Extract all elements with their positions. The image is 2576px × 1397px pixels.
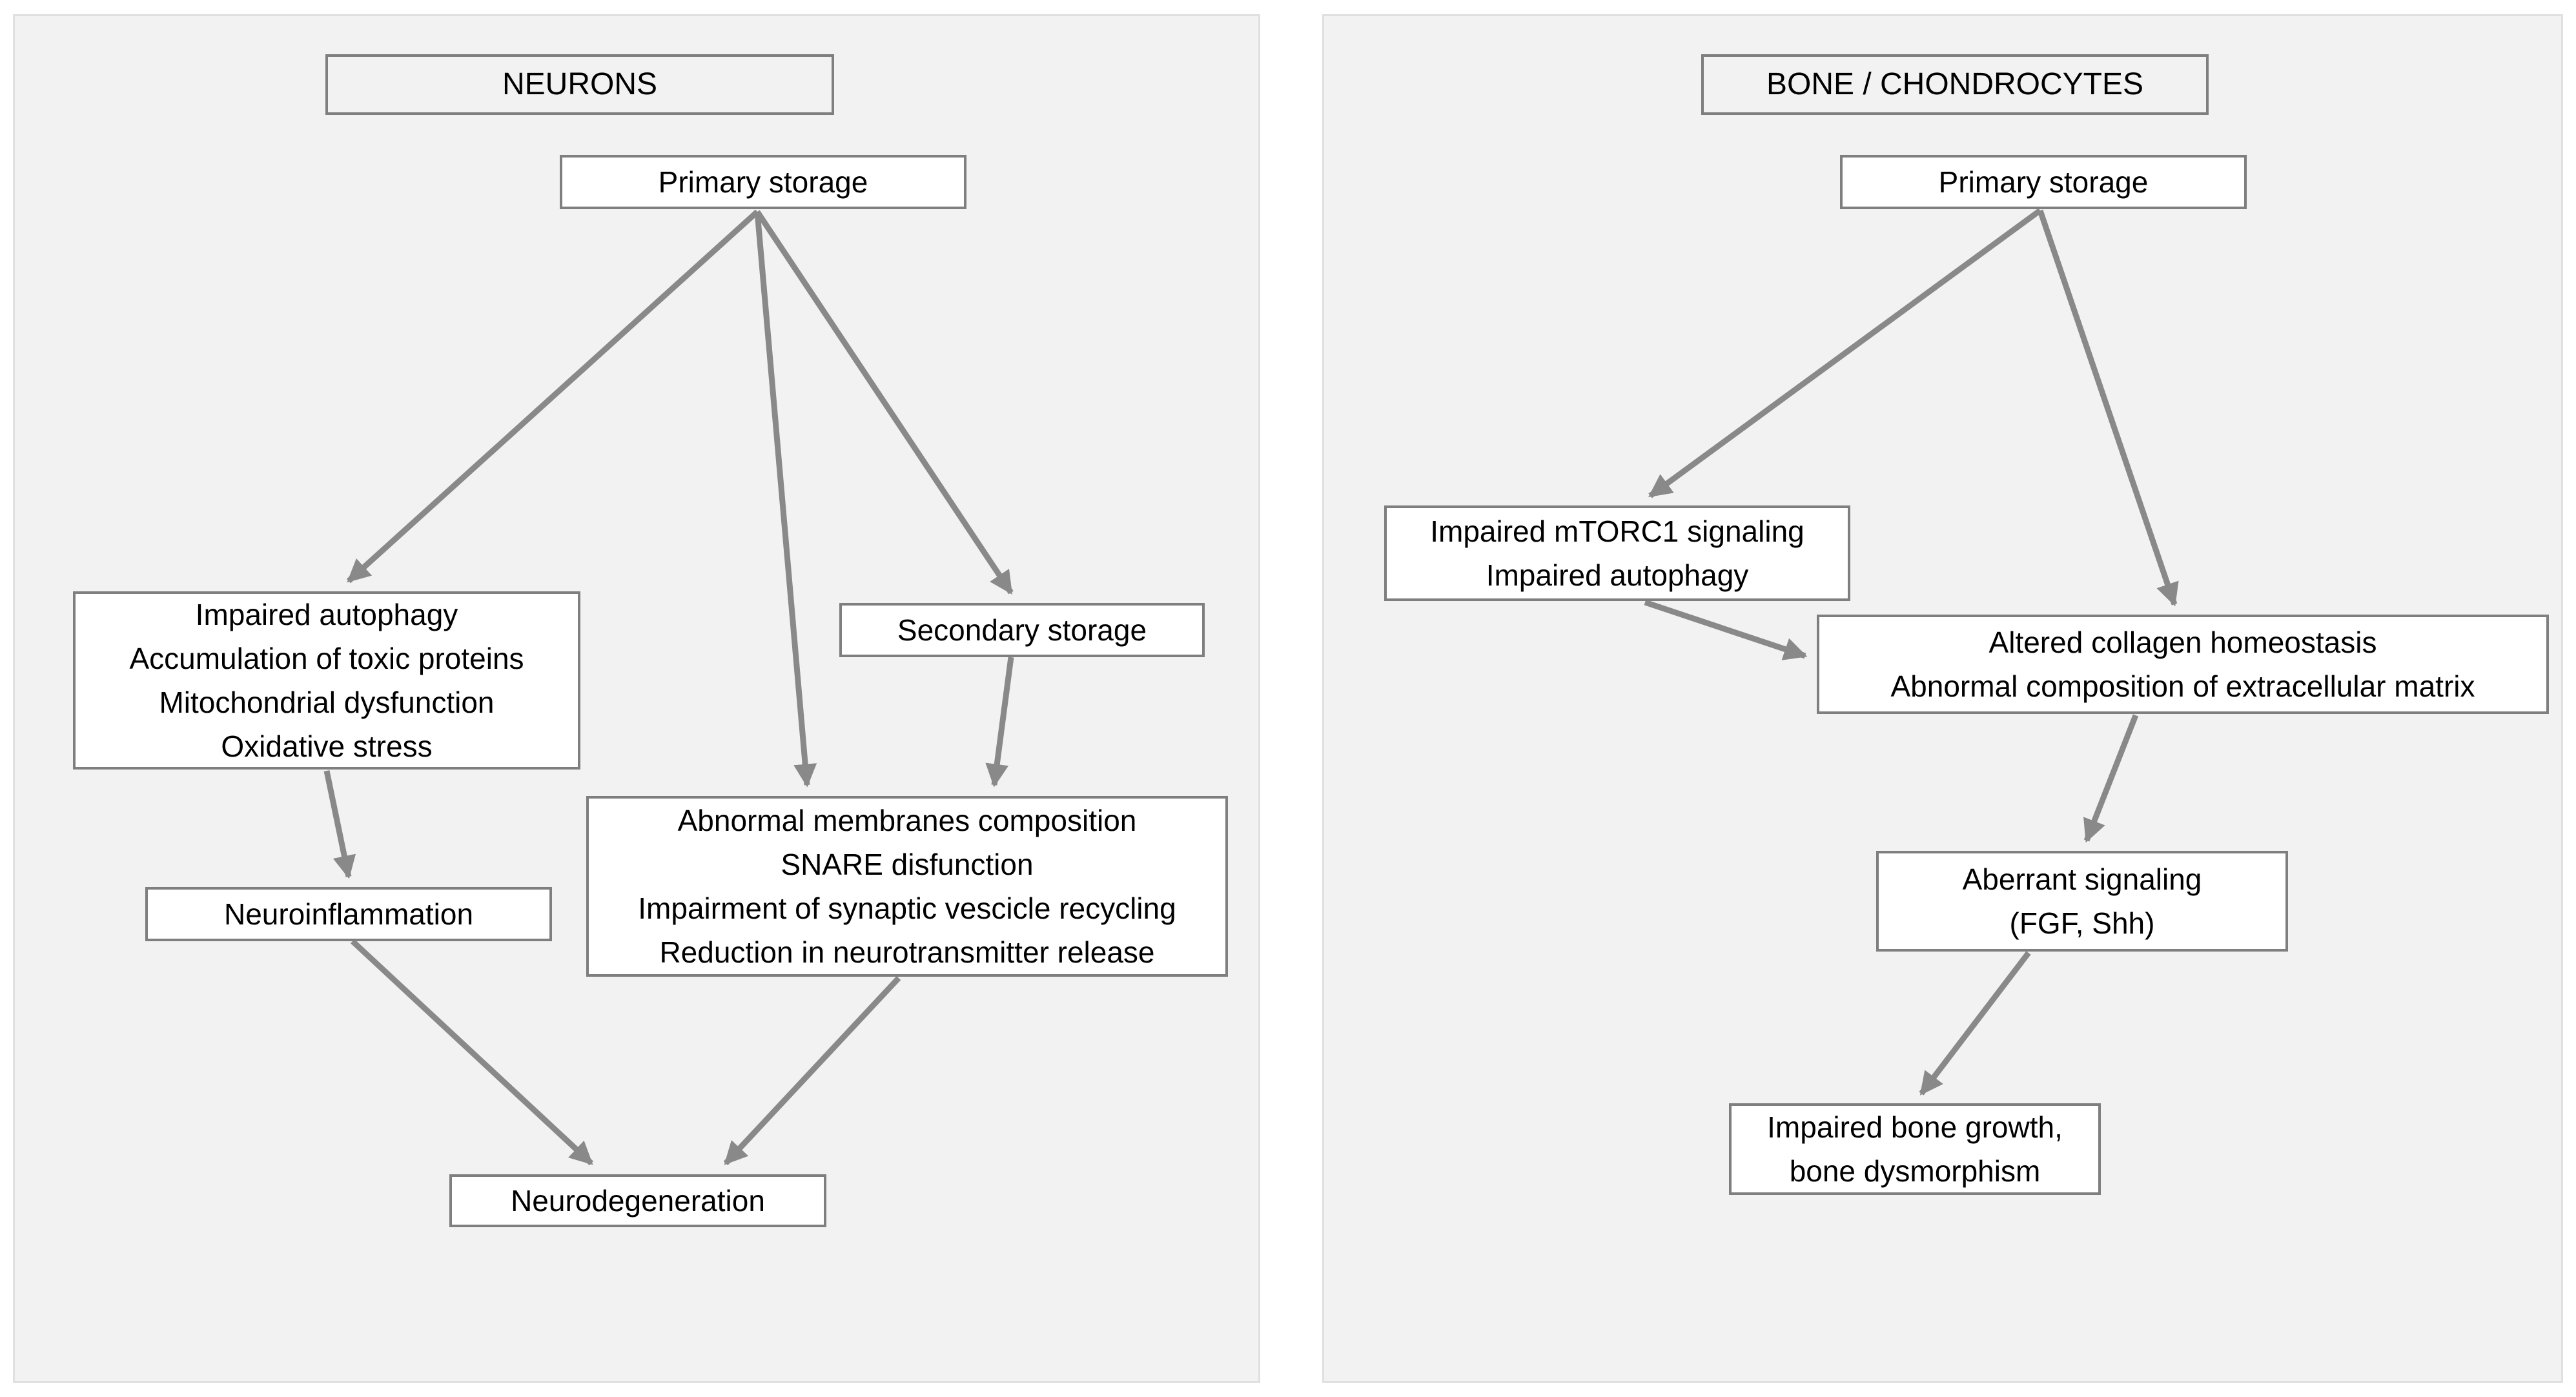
node-neurons-cellular-damage: Impaired autophagy Accumulation of toxic… [73, 591, 580, 770]
arrow-mtorc1-to-collagen [1644, 599, 1808, 660]
node-neurons-primary-storage: Primary storage [560, 155, 966, 209]
node-bone-mtorc1-autophagy: Impaired mTORC1 signaling Impaired autop… [1384, 505, 1850, 601]
node-bone-aberrant-signaling: Aberrant signaling (FGF, Shh) [1876, 851, 2288, 952]
arrow-primary-to-mtorc1 [1648, 208, 2042, 498]
arrow-primary-to-collagen [2037, 209, 2179, 607]
arrow-secondary-to-membrane-defects [985, 657, 1014, 788]
arrow-neuroinflammation-to-neurodegeneration [350, 939, 594, 1166]
node-bone-growth-dysmorphism: Impaired bone growth, bone dysmorphism [1729, 1103, 2101, 1195]
bone-chondrocytes-title: BONE / CHONDROCYTES [1701, 54, 2209, 115]
arrow-primary-to-membrane-defects [754, 211, 817, 788]
node-neurons-neuroinflammation: Neuroinflammation [145, 887, 552, 941]
node-neurons-secondary-storage: Secondary storage [839, 603, 1205, 657]
node-bone-primary-storage: Primary storage [1840, 155, 2247, 209]
arrow-aberrant-to-bone-growth [1919, 951, 2031, 1096]
arrow-primary-to-secondary [755, 210, 1014, 595]
node-bone-collagen-matrix: Altered collagen homeostasis Abnormal co… [1817, 615, 2549, 714]
arrow-membrane-defects-to-neurodegeneration [723, 975, 901, 1166]
arrow-primary-to-cellular-damage [346, 209, 760, 584]
node-neurons-membrane-synaptic-defects: Abnormal membranes composition SNARE dis… [586, 796, 1228, 977]
arrow-collagen-to-aberrant [2083, 714, 2139, 843]
neurons-title: NEURONS [325, 54, 834, 115]
node-neurons-neurodegeneration: Neurodegeneration [449, 1174, 826, 1227]
arrow-cellular-damage-to-neuroinflammation [323, 770, 356, 879]
